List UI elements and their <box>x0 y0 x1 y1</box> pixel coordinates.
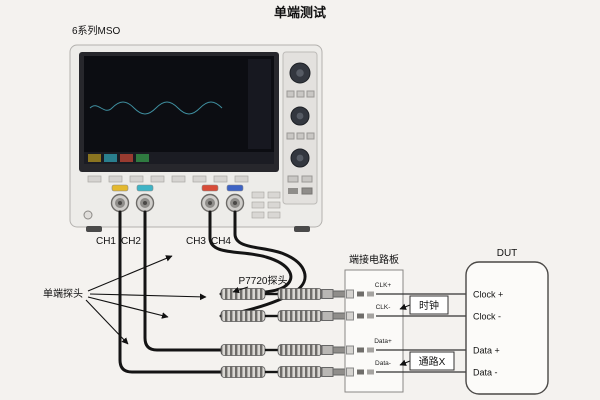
ch4-color-tab <box>226 184 244 192</box>
dut-pin-data-minus: Data - <box>473 368 498 378</box>
single-ended-probe-label: 单端探头 <box>43 287 83 300</box>
oscilloscope <box>69 44 323 232</box>
scope-foot-right <box>294 226 310 232</box>
ch3-color-tab <box>201 184 219 192</box>
board-pin-label: Data- <box>375 360 391 367</box>
ch2-color-tab <box>136 184 154 192</box>
bnc-ch1 <box>110 193 130 213</box>
ch1-label: CH1 <box>96 236 116 247</box>
probe-row-1 <box>220 288 346 300</box>
ch4-label: CH4 <box>211 236 231 247</box>
probe-row-3 <box>220 344 346 356</box>
ch3-label: CH3 <box>186 236 206 247</box>
p7720-arrow <box>232 286 249 294</box>
screen-waveform <box>89 101 223 115</box>
dut-pin-data-plus: Data + <box>473 346 500 356</box>
dut-pin-clock-minus: Clock - <box>473 312 501 322</box>
screen-badge-ch3 <box>120 154 133 162</box>
screen-side-panel <box>248 59 271 149</box>
scope-model-label: 6系列MSO <box>72 24 121 37</box>
ch2-label: CH2 <box>121 236 141 247</box>
dut-box: DUT Clock + Clock - Data + Data - <box>465 248 549 395</box>
board-pin-label: CLK- <box>376 304 391 311</box>
screen-badge-ch1 <box>88 154 101 162</box>
channel-x-callout-label: 通路X <box>419 355 446 368</box>
board-pin-label: CLK+ <box>375 282 392 289</box>
cable-ch1 <box>118 210 223 374</box>
bnc-ch4 <box>225 193 245 213</box>
probe-row-2 <box>220 310 346 322</box>
bnc-ch3 <box>200 193 220 213</box>
dut-outline <box>465 261 549 395</box>
power-button <box>83 210 93 220</box>
termination-board: CLK+ CLK- Data+ Data- <box>344 269 468 393</box>
screen-badge-ch2 <box>104 154 117 162</box>
clock-callout: 时钟 <box>399 295 449 315</box>
probe-arrow-1 <box>87 255 173 292</box>
front-buttons <box>251 191 281 219</box>
board-to-dut-traces <box>376 293 468 373</box>
scope-foot-left <box>86 226 102 232</box>
probe-assemblies <box>220 288 346 378</box>
channel-x-callout: 通路X <box>399 351 455 371</box>
control-panel <box>282 51 318 205</box>
probe-arrow-4 <box>85 299 129 345</box>
cable-ch2 <box>143 210 223 352</box>
board-row-data-minus: Data- <box>346 360 391 377</box>
board-pin-label: Data+ <box>374 338 392 345</box>
probe-arrow-2 <box>89 293 207 301</box>
diagram-title: 单端测试 <box>274 5 326 20</box>
bnc-ch2 <box>135 193 155 213</box>
ch1-color-tab <box>111 184 129 192</box>
board-row-clk-plus: CLK+ <box>346 282 392 299</box>
dut-pin-clock-plus: Clock + <box>473 290 503 300</box>
board-row-clk-minus: CLK- <box>346 304 391 321</box>
probe-row-4 <box>220 366 346 378</box>
termination-board-label: 端接电路板 <box>349 253 399 266</box>
probe-cables <box>118 210 307 374</box>
pointer-arrows <box>85 255 249 345</box>
screen-badge-ch4 <box>136 154 149 162</box>
clock-callout-label: 时钟 <box>419 299 439 312</box>
scope-screen <box>84 56 274 164</box>
probe-arrow-3 <box>87 296 169 319</box>
under-screen-buttons <box>87 175 249 183</box>
cable-ch4 <box>219 210 307 318</box>
p7720-probe-label: P7720探头 <box>239 274 288 287</box>
dut-label: DUT <box>497 248 518 259</box>
board-row-data-plus: Data+ <box>346 338 392 355</box>
